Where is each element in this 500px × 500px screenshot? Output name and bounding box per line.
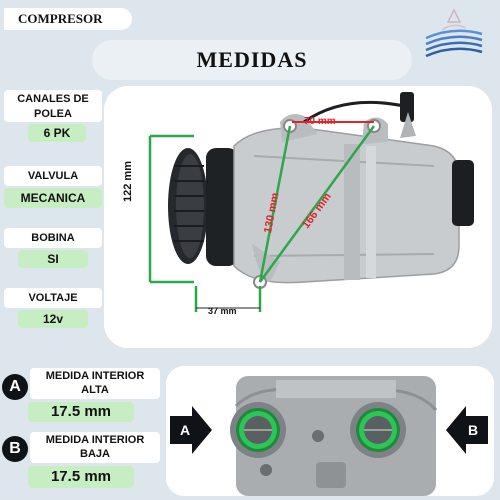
port-a-value: 17.5 mm	[28, 402, 134, 422]
spec-value-voltage: 12v	[18, 310, 88, 328]
port-b-label: MEDIDA INTERIOR BAJA	[30, 432, 160, 463]
compressor-image	[148, 92, 474, 312]
compressor-photo-card: 122 mm 37 mm 70 mm 130 mm 166 mm	[104, 86, 492, 348]
header-label: COMPRESOR	[4, 8, 132, 30]
page-title: MEDIDAS	[92, 40, 412, 80]
spec-value-coil: SI	[18, 250, 88, 268]
port-b-label-line2: BAJA	[80, 448, 110, 460]
dimension-height-label: 122 mm	[122, 161, 134, 202]
dimension-top-label: 70 mm	[304, 116, 336, 127]
port-a-arrow-label: A	[180, 422, 191, 438]
spec-label-valve: VALVULA	[4, 166, 102, 186]
spec-label-coil: BOBINA	[4, 228, 102, 248]
port-a-label-line1: MEDIDA INTERIOR	[45, 370, 145, 382]
port-a-label-line2: ALTA	[81, 384, 109, 396]
port-a-badge: A	[2, 374, 28, 400]
spec-value-pulley: 6 PK	[28, 124, 86, 142]
port-a-label: MEDIDA INTERIOR ALTA	[30, 368, 160, 399]
port-b-value: 17.5 mm	[28, 466, 134, 488]
spec-label-voltage: VOLTAJE	[4, 288, 102, 308]
spec-value-valve: MECANICA	[4, 188, 102, 208]
dimension-depth-label: 37 mm	[208, 306, 237, 316]
spec-label-pulley: CANALES DE POLEA	[4, 90, 102, 122]
port-b-badge: B	[2, 436, 28, 462]
ports-image	[170, 376, 488, 496]
brand-logo-icon	[425, 8, 483, 58]
ports-photo-card: A B	[166, 366, 494, 496]
port-b-label-line1: MEDIDA INTERIOR	[45, 434, 145, 446]
port-b-arrow-label: B	[468, 422, 479, 438]
